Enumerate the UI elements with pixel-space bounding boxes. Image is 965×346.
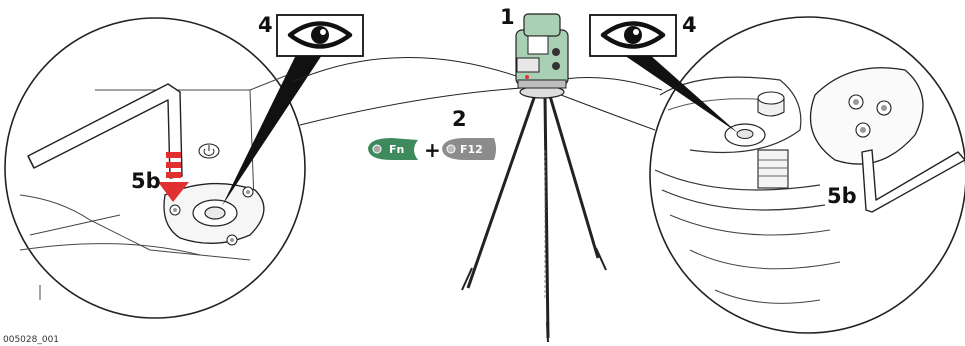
power-icon: [198, 143, 220, 159]
allen-key-right: [861, 149, 965, 213]
total-station-instrument: [461, 13, 607, 343]
figure-id: 005028_001: [3, 335, 59, 345]
callout-instrument: 1: [500, 5, 515, 29]
f12-key-label: F12: [460, 143, 483, 156]
tribrach-plate: [163, 182, 265, 246]
eye-icon: [600, 21, 666, 49]
connector-lines: [291, 57, 663, 131]
callout-keys: 2: [452, 107, 467, 131]
down-arrow-icon: [158, 152, 189, 202]
left-eye-callout: [222, 14, 364, 206]
adjustment-plate: [809, 67, 924, 165]
left-detail-view: [4, 17, 306, 319]
f12-key: F12: [442, 138, 496, 160]
plus-sign: +: [424, 138, 441, 162]
callout-right-eye: 4: [682, 13, 697, 37]
fn-key: Fn: [368, 138, 418, 160]
right-eye-callout: [589, 14, 738, 133]
callout-left-wrench: 5b: [131, 169, 161, 193]
fn-key-label: Fn: [389, 143, 404, 156]
key-combination: Fn + F12: [368, 138, 496, 162]
eye-icon: [287, 21, 353, 49]
callout-left-eye: 4: [258, 13, 273, 37]
callout-right-wrench: 5b: [827, 184, 857, 208]
right-detail-view: [649, 16, 965, 334]
